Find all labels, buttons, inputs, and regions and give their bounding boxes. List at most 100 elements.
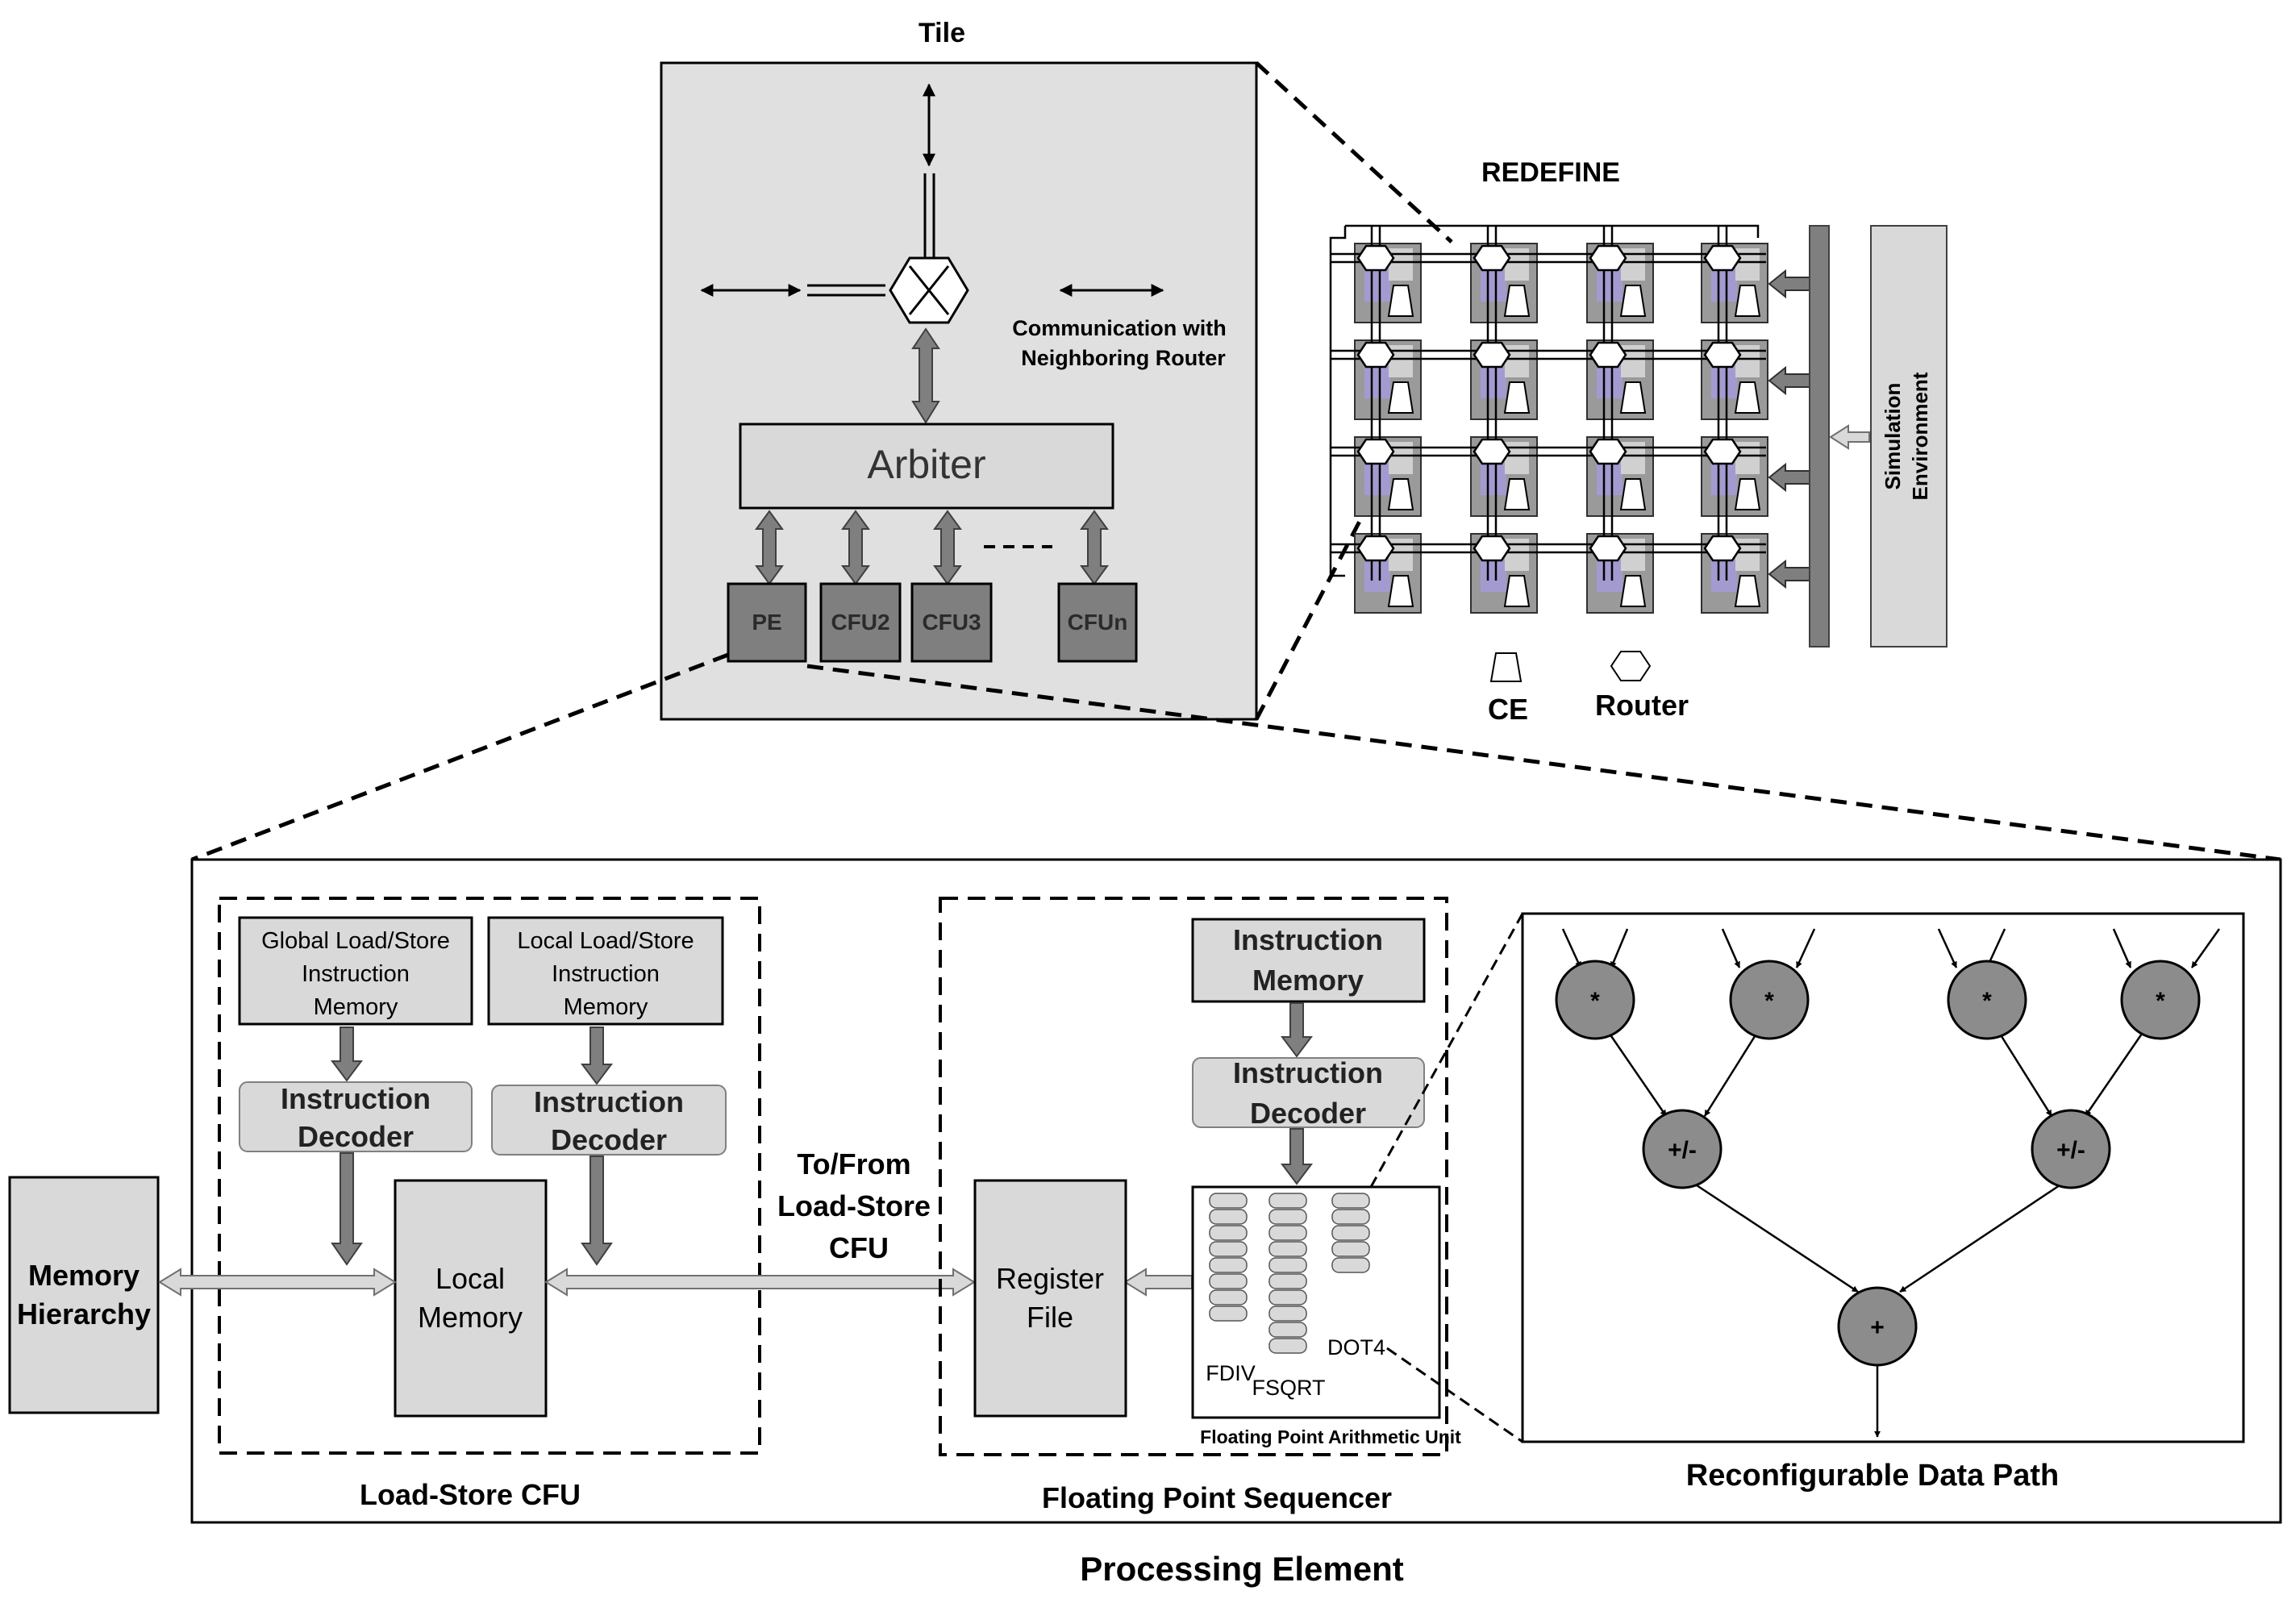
register-file-line-1: Register bbox=[996, 1262, 1104, 1295]
add-label: + bbox=[1870, 1314, 1885, 1341]
pe-unit-label: PE bbox=[752, 610, 781, 635]
memory-hierarchy-line-2: Hierarchy bbox=[17, 1297, 151, 1330]
bus-to-tile-arrow bbox=[1768, 269, 1810, 299]
addsub-label-2: +/- bbox=[2056, 1137, 2085, 1164]
pipeline-stage bbox=[1209, 1241, 1248, 1257]
pipeline-stage bbox=[1331, 1225, 1370, 1241]
local-decoder-line-2: Decoder bbox=[551, 1123, 667, 1156]
global-mem-line-1: Global Load/Store bbox=[261, 928, 450, 954]
router-icon bbox=[1356, 438, 1395, 465]
mul-node-3 bbox=[1947, 960, 2027, 1040]
router-icon bbox=[1473, 535, 1511, 562]
router-icon bbox=[1473, 244, 1511, 272]
pipeline-stage bbox=[1331, 1209, 1370, 1225]
add-node bbox=[1837, 1286, 1918, 1367]
mul-node-2 bbox=[1729, 960, 1810, 1040]
fps-title: Floating Point Sequencer bbox=[1042, 1481, 1392, 1514]
router-arbiter-arrow bbox=[911, 327, 940, 424]
simulation-bus bbox=[1809, 225, 1830, 648]
ce-icon bbox=[1503, 381, 1531, 414]
ce-icon bbox=[1734, 478, 1761, 510]
router-icon bbox=[1703, 535, 1742, 562]
pe-unit bbox=[727, 582, 807, 663]
legend-ce-label: CE bbox=[1488, 693, 1528, 726]
cfu2-unit bbox=[819, 582, 902, 663]
ce-icon bbox=[1503, 478, 1531, 510]
router-icon bbox=[1589, 535, 1627, 562]
cfun-unit-label: CFUn bbox=[1068, 610, 1128, 635]
ce-icon bbox=[1619, 285, 1647, 317]
addsub-label-1: +/- bbox=[1668, 1137, 1697, 1164]
dot4-label: DOT4 bbox=[1327, 1335, 1385, 1360]
ce-icon bbox=[1387, 285, 1414, 317]
pipeline-stage bbox=[1268, 1209, 1307, 1225]
noc-wrap bbox=[1329, 226, 1347, 577]
tile-zoom-lines bbox=[1254, 61, 1453, 721]
router-icon bbox=[1589, 341, 1627, 369]
local-memory-line-1: Local bbox=[435, 1262, 505, 1295]
redefine-grid bbox=[1329, 224, 1810, 614]
pipeline-stage bbox=[1209, 1273, 1248, 1289]
comm-label-2: Neighboring Router bbox=[1021, 346, 1226, 370]
pipeline-stage bbox=[1209, 1289, 1248, 1305]
to-from-line-1: To/From bbox=[797, 1147, 910, 1181]
pipeline-stage bbox=[1209, 1209, 1248, 1225]
memory-hierarchy-line-1: Memory bbox=[28, 1259, 140, 1292]
local-mem-line-2: Instruction bbox=[552, 961, 660, 987]
datapath-title: Reconfigurable Data Path bbox=[1686, 1459, 2059, 1493]
cfu3-unit-label: CFU3 bbox=[922, 610, 981, 635]
pipeline-stage bbox=[1331, 1193, 1370, 1209]
local-memory bbox=[394, 1179, 548, 1418]
ce-icon bbox=[1503, 285, 1531, 317]
mul-label-4: * bbox=[2156, 988, 2165, 1014]
router-icon bbox=[1703, 341, 1742, 369]
pipeline-stage bbox=[1209, 1305, 1248, 1322]
pipeline-stage bbox=[1331, 1257, 1370, 1273]
fps-decoder-line-2: Decoder bbox=[1250, 1097, 1366, 1130]
mul-node-4 bbox=[2120, 960, 2201, 1040]
fps-border bbox=[939, 897, 1448, 1456]
router-icon bbox=[1473, 341, 1511, 369]
pipeline-stage bbox=[1268, 1322, 1307, 1338]
to-from-line-2: Load-Store bbox=[777, 1189, 931, 1222]
router-icon bbox=[1703, 244, 1742, 272]
pipeline-stage bbox=[1268, 1257, 1307, 1273]
noc-wrap bbox=[1345, 224, 1760, 238]
fps-decoder-line-1: Instruction bbox=[1233, 1056, 1383, 1089]
fsqrt-label: FSQRT bbox=[1252, 1376, 1325, 1400]
ce-icon bbox=[1387, 575, 1414, 607]
cfu3-unit bbox=[910, 582, 993, 663]
ce-icon bbox=[1387, 381, 1414, 414]
arbiter-label: Arbiter bbox=[867, 442, 985, 487]
tile-title: Tile bbox=[919, 18, 965, 48]
redefine-title: REDEFINE bbox=[1481, 157, 1620, 188]
cfun-unit bbox=[1057, 582, 1138, 663]
pipeline-stage bbox=[1209, 1225, 1248, 1241]
pipeline-stage bbox=[1209, 1257, 1248, 1273]
router-icon bbox=[1473, 438, 1511, 465]
router-icon bbox=[1589, 244, 1627, 272]
fps-instr-memory-line-1: Instruction bbox=[1233, 923, 1383, 956]
datapath-nodes bbox=[1555, 960, 2201, 1367]
pipeline-stage bbox=[1268, 1273, 1307, 1289]
register-file bbox=[973, 1179, 1127, 1418]
ce-icon bbox=[1503, 575, 1531, 607]
pipeline-stage bbox=[1268, 1225, 1307, 1241]
ce-icon bbox=[1619, 575, 1647, 607]
global-instruction-decoder bbox=[239, 1081, 473, 1152]
bus-to-tile-arrow bbox=[1768, 462, 1810, 493]
pipeline-stage bbox=[1209, 1193, 1248, 1209]
router-icon bbox=[1356, 244, 1395, 272]
register-file-line-2: File bbox=[1027, 1301, 1073, 1334]
to-from-line-3: CFU bbox=[829, 1231, 889, 1264]
pipeline-stage bbox=[1268, 1305, 1307, 1322]
fps-instr-memory-line-2: Memory bbox=[1252, 964, 1364, 997]
fau-title: Floating Point Arithmetic Unit bbox=[1200, 1426, 1461, 1447]
local-mem-line-1: Local Load/Store bbox=[517, 928, 694, 954]
ce-icon bbox=[1619, 478, 1647, 510]
sim-to-bus-arrow bbox=[1829, 424, 1870, 450]
arbiter-box bbox=[739, 423, 1114, 510]
local-mem-line-3: Memory bbox=[564, 994, 648, 1020]
